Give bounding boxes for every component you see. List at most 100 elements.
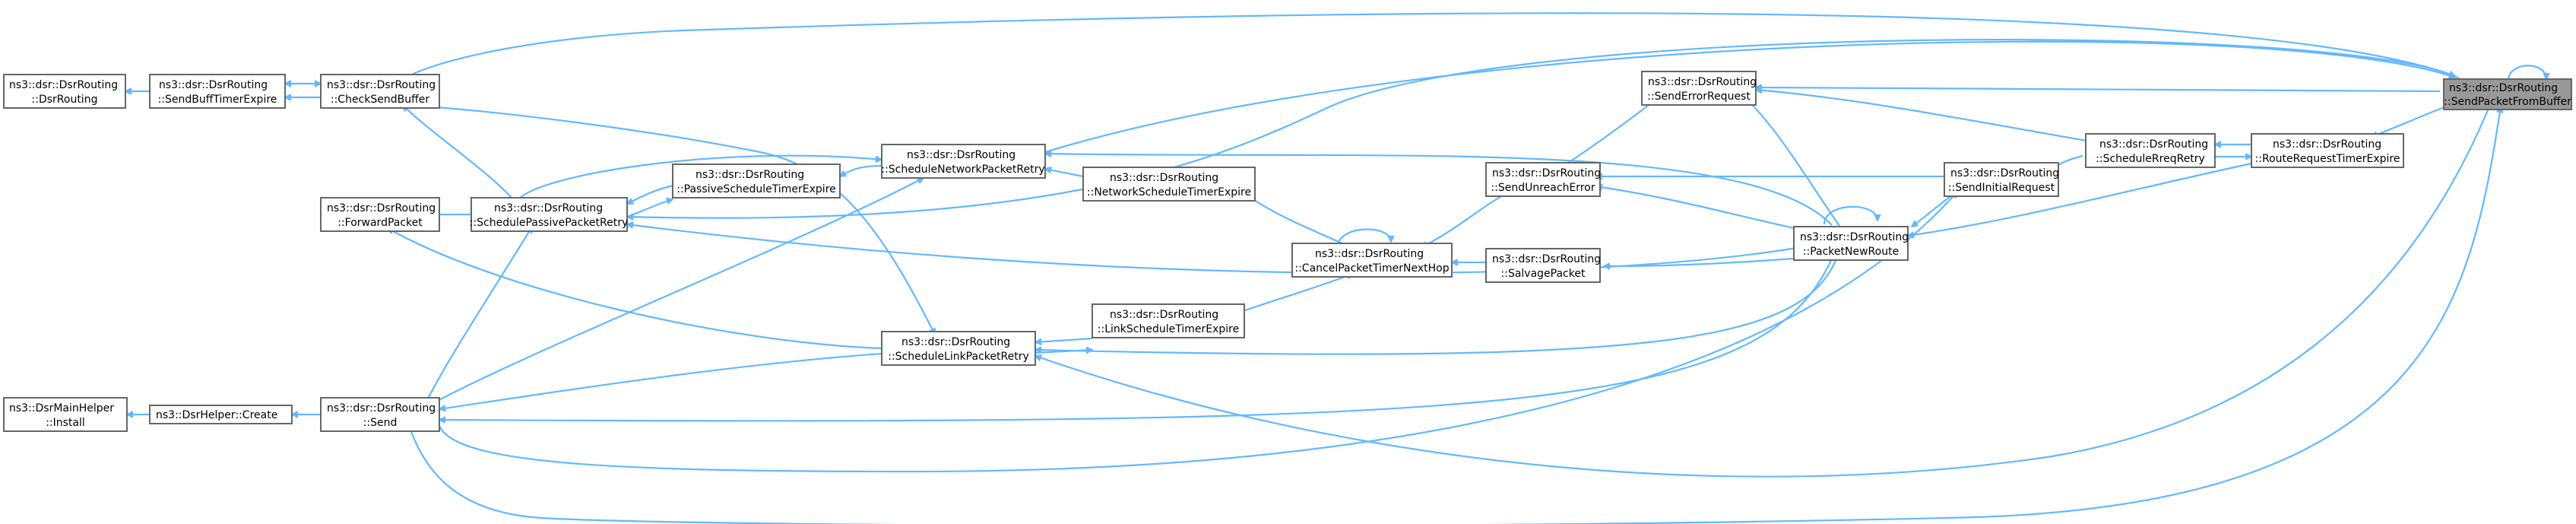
node-schedpassive-line2: ::SchedulePassivePacketRetry [470, 217, 629, 229]
node-schednetwork[interactable]: ns3::dsr::DsrRouting ::ScheduleNetworkPa… [881, 144, 1046, 179]
node-networktimer[interactable]: ns3::dsr::DsrRouting ::NetworkScheduleTi… [1082, 167, 1256, 202]
edge-sendfrombuffer-schednetwork [1044, 40, 2455, 154]
node-salvage-line2: ::SalvagePacket [1501, 268, 1586, 280]
edge-packetnewroute-senderror [1744, 97, 1840, 227]
node-linktimer-line2: ::LinkScheduleTimerExpire [1098, 323, 1239, 335]
nodes: ns3::dsr::DsrRouting ::DsrRouting ns3::D… [3, 71, 2572, 432]
node-linktimer[interactable]: ns3::dsr::DsrRouting ::LinkScheduleTimer… [1092, 303, 1245, 338]
node-sendfrombuffer[interactable]: ns3::dsr::DsrRouting ::SendPacketFromBuf… [2443, 78, 2572, 110]
node-sendfrombuffer-line2: ::SendPacketFromBuffer [2444, 96, 2571, 108]
node-send-box [320, 397, 440, 432]
node-schedpassive[interactable]: ns3::dsr::DsrRouting ::SchedulePassivePa… [470, 197, 629, 232]
edge-cancelpacket-networktimer [1239, 189, 1354, 249]
node-helpercreate[interactable]: ns3::DsrHelper::Create [149, 405, 293, 424]
edge-schednetwork-forwardpacket [516, 154, 882, 202]
node-salvage[interactable]: ns3::dsr::DsrRouting ::SalvagePacket [1485, 248, 1601, 283]
node-senderror-box [1641, 71, 1757, 106]
edge-senderror-sendunreach [1565, 99, 1657, 165]
node-networktimer-line1: ns3::dsr::DsrRouting [1110, 172, 1218, 184]
node-sendunreach[interactable]: ns3::dsr::DsrRouting ::SendUnreachError [1485, 162, 1601, 197]
node-salvage-box [1485, 248, 1601, 283]
node-checksendbuffer[interactable]: ns3::dsr::DsrRouting ::CheckSendBuffer [320, 74, 440, 109]
edge-schednetwork-passivetimer [840, 164, 882, 176]
edge-packetnewroute-sendunreach [1596, 186, 1795, 230]
node-schednetwork-line1: ns3::dsr::DsrRouting [907, 149, 1016, 161]
node-schednetwork-line2: ::ScheduleNetworkPacketRetry [881, 164, 1044, 176]
edge-sendfrombuffer-routereqtimer [2372, 105, 2447, 137]
node-cancelpacket-line2: ::CancelPacketTimerNextHop [1294, 262, 1449, 275]
node-passivetimer-line2: ::PassiveScheduleTimerExpire [676, 183, 836, 195]
node-networktimer-line2: ::NetworkScheduleTimerExpire [1087, 186, 1251, 198]
node-send-line1: ns3::dsr::DsrRouting [327, 402, 436, 414]
node-send-line2: ::Send [363, 417, 398, 429]
node-schedlink-line1: ns3::dsr::DsrRouting [901, 336, 1010, 348]
edge-schedlink-send [439, 352, 882, 409]
node-forwardpacket-line2: ::ForwardPacket [337, 217, 423, 229]
node-routereqtimer-line2: ::RouteRequestTimerExpire [2255, 153, 2400, 165]
node-schedrreq-line1: ns3::dsr::DsrRouting [2099, 138, 2208, 151]
node-sendunreach-box [1485, 162, 1601, 197]
edge-schedpassive-checksendbuffer [403, 105, 518, 205]
node-helpercreate-line1: ns3::DsrHelper::Create [156, 409, 277, 421]
node-sendbufftimer[interactable]: ns3::dsr::DsrRouting ::SendBuffTimerExpi… [149, 74, 286, 109]
node-linktimer-line1: ns3::dsr::DsrRouting [1110, 309, 1218, 321]
node-passivetimer[interactable]: ns3::dsr::DsrRouting ::PassiveScheduleTi… [672, 164, 841, 198]
node-mainhelper[interactable]: ns3::DsrMainHelper ::Install [3, 397, 128, 432]
node-cancelpacket-box [1291, 243, 1453, 278]
edge-schedlink-checksendbuffer [402, 103, 936, 335]
edge-sendunreach-cancelpacket [1421, 189, 1513, 248]
edge-sendfrombuffer-senderror [1756, 87, 2441, 93]
node-passivetimer-line1: ns3::dsr::DsrRouting [695, 169, 804, 181]
node-schedrreq[interactable]: ns3::dsr::DsrRouting ::ScheduleRreqRetry [2085, 133, 2216, 168]
edge-linktimer-schedlink [1035, 337, 1093, 342]
node-packetnewroute[interactable]: ns3::dsr::DsrRouting ::PacketNewRoute [1793, 226, 1909, 261]
node-schedlink[interactable]: ns3::dsr::DsrRouting ::ScheduleLinkPacke… [881, 331, 1036, 366]
node-senderror-line1: ns3::dsr::DsrRouting [1648, 76, 1757, 88]
node-sendinitial-line1: ns3::dsr::DsrRouting [1950, 167, 2059, 179]
edge-schedrreq-senderror [1756, 90, 2087, 142]
node-routereqtimer[interactable]: ns3::dsr::DsrRouting ::RouteRequestTimer… [2251, 133, 2404, 168]
edge-sendfrombuffer-sendinitial [438, 192, 1957, 473]
node-sendbufftimer-line2: ::SendBuffTimerExpire [158, 94, 277, 106]
node-senderror-line2: ::SendErrorRequest [1647, 91, 1751, 103]
node-forwardpacket-line1: ns3::dsr::DsrRouting [327, 202, 436, 214]
edge-packetnewroute-schedpassive [627, 224, 1802, 275]
node-cancelpacket[interactable]: ns3::dsr::DsrRouting ::CancelPacketTimer… [1291, 243, 1453, 278]
edge-packetnewroute-schedlink [1035, 250, 1841, 355]
node-schedrreq-box [2085, 133, 2216, 168]
edge-sendfrombuffer-self [2507, 65, 2546, 81]
node-sendbufftimer-box [149, 74, 286, 109]
node-packetnewroute-line2: ::PacketNewRoute [1803, 246, 1899, 258]
edge-cancelpacket-self [1336, 228, 1391, 248]
node-routereqtimer-box [2251, 133, 2404, 168]
node-sendinitial-box [1944, 162, 2059, 197]
node-sendinitial[interactable]: ns3::dsr::DsrRouting ::SendInitialReques… [1944, 162, 2059, 197]
node-packetnewroute-line1: ns3::dsr::DsrRouting [1800, 231, 1909, 243]
edge-routereqtimer-packetnewroute [1908, 162, 2252, 236]
node-checksendbuffer-line1: ns3::dsr::DsrRouting [327, 79, 436, 91]
edge-schedlink-forwardpacket [388, 227, 882, 350]
node-send[interactable]: ns3::dsr::DsrRouting ::Send [320, 397, 440, 432]
node-sendfrombuffer-line1: ns3::dsr::DsrRouting [2449, 82, 2558, 94]
node-mainhelper-line2: ::Install [46, 417, 85, 429]
edge-sendfrombuffer-schedlink [1035, 106, 2491, 478]
node-packetnewroute-box [1793, 226, 1909, 261]
node-senderror[interactable]: ns3::dsr::DsrRouting ::SendErrorRequest [1641, 71, 1757, 106]
node-linktimer-box [1092, 303, 1245, 338]
node-dsrrouting-line2: ::DsrRouting [32, 94, 98, 106]
node-schedlink-line2: ::ScheduleLinkPacketRetry [888, 351, 1028, 363]
edge-sendfrombuffer-send [409, 106, 2501, 524]
node-schedpassive-line1: ns3::dsr::DsrRouting [494, 202, 603, 214]
node-mainhelper-line1: ns3::DsrMainHelper [9, 402, 114, 414]
edge-packetnewroute-self [1823, 205, 1877, 225]
edge-schedpassive-passivetimer [626, 199, 673, 218]
node-schedpassive-box [471, 197, 628, 232]
node-forwardpacket[interactable]: ns3::dsr::DsrRouting ::ForwardPacket [320, 197, 440, 232]
node-checksendbuffer-line2: ::CheckSendBuffer [331, 94, 429, 106]
edge-networktimer-schednetwork [1045, 169, 1084, 178]
node-schedrreq-line2: ::ScheduleRreqRetry [2096, 153, 2205, 165]
node-dsrrouting[interactable]: ns3::dsr::DsrRouting ::DsrRouting [3, 74, 126, 109]
node-sendfrombuffer-box [2443, 78, 2572, 110]
node-cancelpacket-line1: ns3::dsr::DsrRouting [1315, 248, 1424, 260]
